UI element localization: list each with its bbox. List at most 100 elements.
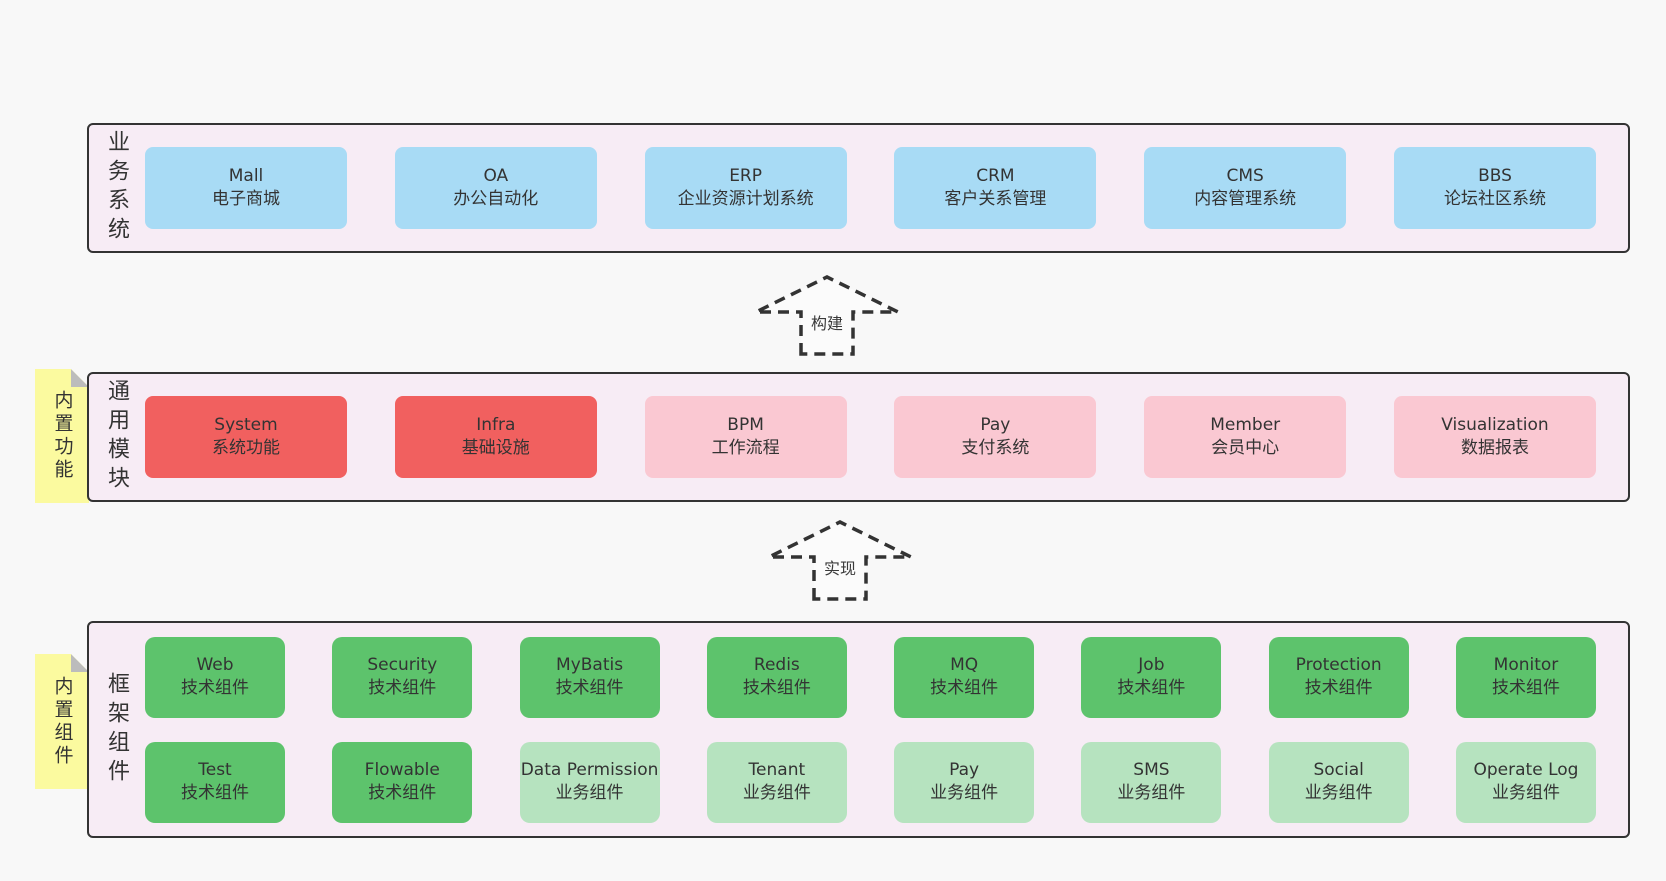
box-desc: 技术组件 bbox=[1491, 678, 1560, 698]
box-name: Mall bbox=[228, 166, 264, 186]
box-mq: MQ 技术组件 bbox=[894, 636, 1035, 718]
box-desc: 会员中心 bbox=[1211, 438, 1280, 458]
band-label: 业务系统 bbox=[104, 130, 129, 246]
box-oa: OA 办公自动化 bbox=[394, 147, 597, 229]
box-name: OA bbox=[483, 166, 509, 186]
box-desc: 业务组件 bbox=[930, 783, 999, 803]
arrow-label: 构建 bbox=[807, 310, 847, 334]
box-infra: Infra 基础设施 bbox=[394, 396, 597, 478]
box-security: Security 技术组件 bbox=[332, 636, 473, 718]
box-name: Pay bbox=[949, 760, 980, 780]
box-name: MyBatis bbox=[556, 655, 624, 675]
box-name: Pay bbox=[980, 415, 1011, 435]
band-common-modules: 通用模块 System 系统功能 Infra 基础设施 BPM 工作流程 Pay… bbox=[87, 372, 1630, 502]
box-name: Protection bbox=[1295, 655, 1382, 675]
box-cms: CMS 内容管理系统 bbox=[1144, 147, 1347, 229]
arrow-label: 实现 bbox=[820, 555, 860, 579]
box-mall: Mall 电子商城 bbox=[145, 147, 347, 229]
box-social: Social 业务组件 bbox=[1268, 741, 1409, 823]
box-desc: 技术组件 bbox=[555, 678, 624, 698]
sticky-note-label: 内置功能 bbox=[51, 390, 74, 482]
box-desc: 技术组件 bbox=[368, 678, 437, 698]
box-redis: Redis 技术组件 bbox=[706, 636, 847, 718]
box-name: System bbox=[214, 415, 278, 435]
box-desc: 工作流程 bbox=[711, 438, 780, 458]
box-erp: ERP 企业资源计划系统 bbox=[644, 147, 847, 229]
box-desc: 办公自动化 bbox=[453, 189, 539, 209]
box-name: Web bbox=[196, 655, 234, 675]
box-desc: 业务组件 bbox=[1491, 783, 1560, 803]
box-desc: 技术组件 bbox=[181, 678, 249, 698]
box-desc: 技术组件 bbox=[1117, 678, 1186, 698]
box-mybatis: MyBatis 技术组件 bbox=[519, 636, 660, 718]
box-operate-log: Operate Log 业务组件 bbox=[1455, 741, 1596, 823]
box-name: Visualization bbox=[1441, 415, 1549, 435]
box-name: Infra bbox=[476, 415, 516, 435]
box-desc: 业务组件 bbox=[742, 783, 811, 803]
box-desc: 基础设施 bbox=[461, 438, 530, 458]
band-label: 通用模块 bbox=[104, 379, 129, 495]
box-desc: 内容管理系统 bbox=[1194, 189, 1297, 209]
box-test: Test 技术组件 bbox=[145, 741, 285, 823]
box-desc: 电子商城 bbox=[212, 189, 280, 209]
box-name: CRM bbox=[976, 166, 1015, 186]
box-tenant: Tenant 业务组件 bbox=[706, 741, 847, 823]
box-name: Member bbox=[1210, 415, 1281, 435]
box-name: Test bbox=[198, 760, 232, 780]
box-desc: 论坛社区系统 bbox=[1443, 189, 1546, 209]
box-name: Data Permission bbox=[520, 760, 659, 780]
box-desc: 业务组件 bbox=[1304, 783, 1373, 803]
box-pay-biz: Pay 业务组件 bbox=[894, 741, 1035, 823]
sticky-note-label: 内置组件 bbox=[51, 675, 74, 768]
box-name: Security bbox=[367, 655, 438, 675]
box-desc: 企业资源计划系统 bbox=[677, 189, 814, 209]
band-business-systems: 业务系统 Mall 电子商城 OA 办公自动化 ERP 企业资源计划系统 CRM… bbox=[87, 123, 1630, 253]
box-name: SMS bbox=[1133, 760, 1170, 780]
box-member: Member 会员中心 bbox=[1144, 396, 1347, 478]
box-name: MQ bbox=[950, 655, 979, 675]
implement-arrow: 实现 bbox=[765, 519, 915, 601]
box-system: System 系统功能 bbox=[145, 396, 347, 478]
box-desc: 数据报表 bbox=[1460, 438, 1529, 458]
box-name: Tenant bbox=[748, 760, 806, 780]
box-desc: 业务组件 bbox=[1117, 783, 1186, 803]
box-desc: 技术组件 bbox=[1304, 678, 1373, 698]
box-desc: 技术组件 bbox=[181, 783, 249, 803]
box-bbs: BBS 论坛社区系统 bbox=[1393, 147, 1596, 229]
box-job: Job 技术组件 bbox=[1081, 636, 1222, 718]
box-pay: Pay 支付系统 bbox=[894, 396, 1097, 478]
box-bpm: BPM 工作流程 bbox=[644, 396, 847, 478]
box-web: Web 技术组件 bbox=[145, 636, 285, 718]
box-desc: 技术组件 bbox=[742, 678, 811, 698]
box-desc: 技术组件 bbox=[930, 678, 999, 698]
box-visualization: Visualization 数据报表 bbox=[1393, 396, 1596, 478]
box-name: BPM bbox=[727, 415, 764, 435]
box-name: BBS bbox=[1478, 166, 1512, 186]
box-name: Redis bbox=[753, 655, 800, 675]
sticky-note-builtin-components: 内置组件 bbox=[35, 654, 89, 789]
band-framework-components: 框架组件 Web 技术组件 Security 技术组件 MyBatis 技术组件… bbox=[87, 621, 1630, 838]
box-monitor: Monitor 技术组件 bbox=[1455, 636, 1596, 718]
box-protection: Protection 技术组件 bbox=[1268, 636, 1409, 718]
box-name: ERP bbox=[729, 166, 762, 186]
box-sms: SMS 业务组件 bbox=[1081, 741, 1222, 823]
box-name: Operate Log bbox=[1473, 760, 1579, 780]
box-name: Social bbox=[1313, 760, 1364, 780]
box-desc: 支付系统 bbox=[961, 438, 1030, 458]
component-row-1: Web 技术组件 Security 技术组件 MyBatis 技术组件 Redi… bbox=[145, 636, 1596, 718]
box-name: Job bbox=[1138, 655, 1165, 675]
box-name: Monitor bbox=[1493, 655, 1559, 675]
band-label: 框架组件 bbox=[104, 671, 129, 788]
box-desc: 技术组件 bbox=[368, 783, 437, 803]
box-data-permission: Data Permission 业务组件 bbox=[519, 741, 660, 823]
box-name: CMS bbox=[1226, 166, 1264, 186]
component-row-2: Test 技术组件 Flowable 技术组件 Data Permission … bbox=[145, 741, 1596, 823]
box-crm: CRM 客户关系管理 bbox=[894, 147, 1097, 229]
build-arrow: 构建 bbox=[752, 274, 902, 356]
sticky-note-builtin-features: 内置功能 bbox=[35, 369, 89, 503]
box-desc: 客户关系管理 bbox=[944, 189, 1047, 209]
box-desc: 系统功能 bbox=[212, 438, 280, 458]
box-flowable: Flowable 技术组件 bbox=[332, 741, 473, 823]
box-name: Flowable bbox=[364, 760, 440, 780]
